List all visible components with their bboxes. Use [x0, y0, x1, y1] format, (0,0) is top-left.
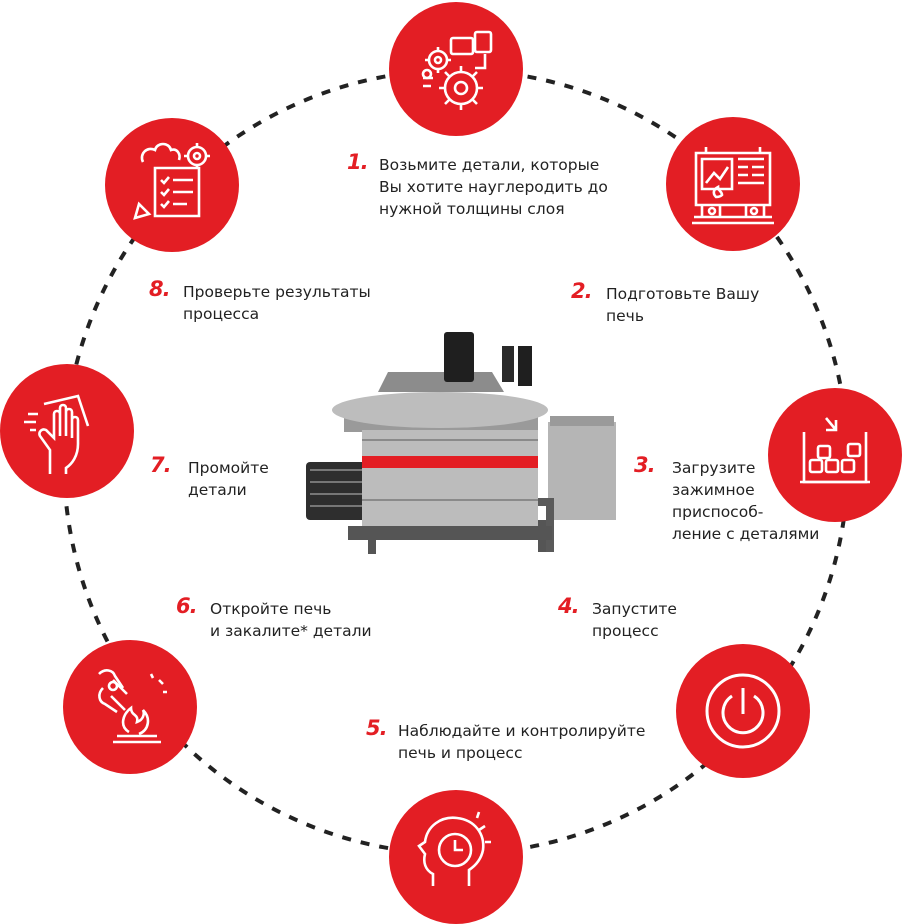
control-panel-icon	[692, 147, 774, 225]
report-check-icon	[133, 142, 210, 220]
step-1-text: 1. Возьмите детали, которые Вы хотите на…	[347, 151, 608, 220]
step-2-number: 2.	[571, 279, 593, 303]
step-1-node	[389, 2, 523, 136]
step-6-text: 6. Откройте печь и закалите* детали	[176, 595, 372, 642]
step-3-line-4: ление с деталями	[672, 525, 820, 543]
tongs-fire-icon	[98, 669, 167, 744]
step-8-line-2: процесса	[183, 305, 260, 323]
step-1-line-3: нужной толщины слоя	[379, 200, 565, 218]
step-5-line-2: печь и процесс	[398, 744, 523, 762]
step-3-line-3: приспособ-	[672, 503, 764, 521]
gears-icon	[421, 30, 493, 110]
step-8-number: 8.	[149, 277, 171, 301]
step-6-line-1: Откройте печь	[210, 600, 332, 618]
step-2-line-2: печь	[606, 307, 644, 325]
step-1-line-1: Возьмите детали, которые	[379, 156, 600, 174]
step-7-text: 7. Промойте детали	[150, 453, 269, 501]
step-8-line-1: Проверьте результаты	[183, 283, 371, 301]
step-3-node	[768, 388, 902, 522]
step-6-node	[63, 640, 197, 774]
step-5-text: 5. Наблюдайте и контролируйте печь и про…	[366, 717, 646, 764]
step-8-text: 8. Проверьте результаты процесса	[149, 278, 371, 325]
step-7-line-2: детали	[188, 481, 247, 499]
head-clock-icon	[417, 811, 491, 886]
step-3-line-2: зажимное	[672, 481, 755, 499]
step-6-number: 6.	[176, 594, 198, 618]
load-fixture-icon	[800, 417, 870, 484]
step-7-line-1: Промойте	[188, 459, 269, 477]
step-4-text: 4. Запустите процесс	[558, 595, 677, 642]
step-6-line-2: и закалите* детали	[210, 622, 372, 640]
step-2-node	[666, 117, 800, 251]
step-2-text: 2. Подготовьте Вашу печь	[571, 280, 760, 327]
step-5-number: 5.	[366, 716, 388, 740]
step-4-node	[676, 644, 810, 778]
step-4-line-2: процесс	[592, 622, 659, 640]
step-3-line-1: Загрузите	[672, 459, 756, 477]
step-4-number: 4.	[558, 594, 580, 618]
power-icon	[705, 673, 781, 749]
step-1-line-2: Вы хотите науглеродить до	[379, 178, 608, 196]
step-3-number: 3.	[634, 453, 656, 477]
step-3-text: 3. Загрузите зажимное приспособ- ление с…	[634, 454, 820, 545]
step-4-line-1: Запустите	[592, 600, 677, 618]
step-7-number: 7.	[150, 453, 172, 477]
step-7-node	[0, 364, 134, 498]
hand-wipe-icon	[24, 394, 90, 474]
step-2-line-1: Подготовьте Вашу	[606, 285, 760, 303]
step-1-number: 1.	[347, 150, 369, 174]
step-8-node	[105, 118, 239, 252]
furnace-photo	[306, 332, 616, 554]
step-5-node	[389, 790, 523, 924]
step-5-line-1: Наблюдайте и контролируйте	[398, 722, 646, 740]
